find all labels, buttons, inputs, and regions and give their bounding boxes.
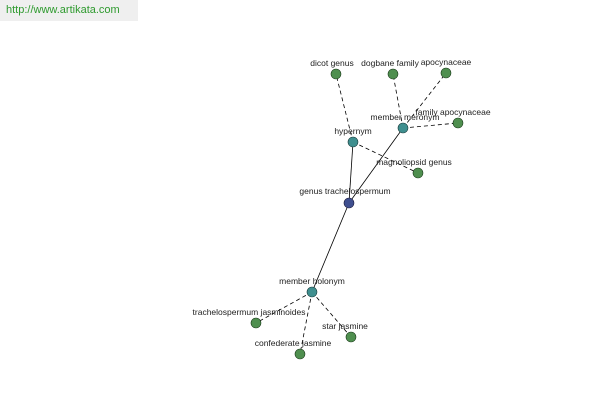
label-root: genus trachelospermum <box>299 186 390 196</box>
node-root[interactable] <box>343 197 355 209</box>
edge-root-hypernym <box>348 141 354 204</box>
node-star-jasmine[interactable] <box>345 331 357 343</box>
edge-root-member-meronym <box>348 127 404 204</box>
edge-hypernym-magnoliopsid-genus <box>352 141 419 174</box>
label-dogbane-family: dogbane family <box>361 58 419 68</box>
node-apocynaceae[interactable] <box>440 67 452 79</box>
label-magnoliopsid-genus: magnoliopsid genus <box>376 157 452 167</box>
label-dicot-genus: dicot genus <box>310 58 353 68</box>
label-member-holonym: member holonym <box>279 276 345 286</box>
label-confederate-jasmine: confederate jasmine <box>255 338 332 348</box>
label-star-jasmine: star jasmine <box>322 321 368 331</box>
edge-meronym-dogbane-family <box>392 73 404 129</box>
label-member-meronym: member meronym <box>371 112 440 122</box>
node-member-meronym[interactable] <box>397 122 409 134</box>
edge-holonym-star-jasmine <box>311 291 352 338</box>
edge-root-member-holonym <box>311 202 350 293</box>
label-family-apocynaceae: family apocynaceae <box>415 107 490 117</box>
node-hypernym[interactable] <box>347 136 359 148</box>
node-dogbane-family[interactable] <box>387 68 399 80</box>
node-magnoliopsid-genus[interactable] <box>412 167 424 179</box>
nodes <box>250 67 464 360</box>
label-apocynaceae: apocynaceae <box>421 57 472 67</box>
node-member-holonym[interactable] <box>306 286 318 298</box>
label-hypernym: hypernym <box>334 126 371 136</box>
node-dicot-genus[interactable] <box>330 68 342 80</box>
edges <box>255 72 459 355</box>
labels: genus trachelospermum hypernym member me… <box>193 57 491 348</box>
edge-holonym-confederate-jasmine <box>299 291 313 355</box>
node-trachelospermum-jasminoides[interactable] <box>250 317 262 329</box>
edge-meronym-apocynaceae <box>402 72 447 129</box>
node-confederate-jasmine[interactable] <box>294 348 306 360</box>
watermark-url: http://www.artikata.com <box>0 0 138 21</box>
label-trachelospermum-jasminoides: trachelospermum jasminoides <box>193 307 306 317</box>
node-family-apocynaceae[interactable] <box>452 117 464 129</box>
edge-meronym-family-apocynaceae <box>402 122 459 129</box>
edge-hypernym-dicot-genus <box>335 73 354 143</box>
edge-holonym-trachelospermum-jasminoides <box>255 291 313 324</box>
